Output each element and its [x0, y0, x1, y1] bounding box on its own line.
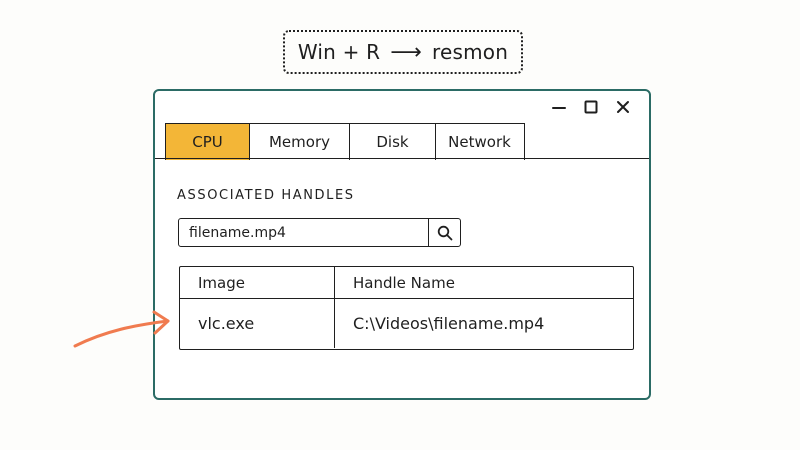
section-title: Associated Handles	[177, 188, 355, 203]
window-controls	[551, 99, 631, 115]
right-arrow-icon: ⟶	[390, 39, 422, 65]
tab-bar: CPU Memory Disk Network	[165, 123, 525, 160]
shortcut-command: resmon	[431, 40, 509, 64]
run-shortcut-hint: Win + R ⟶ resmon	[283, 30, 523, 74]
cell-image: vlc.exe	[180, 299, 335, 348]
search-input[interactable]	[179, 219, 428, 246]
tab-divider	[155, 158, 649, 159]
column-header-handle-name[interactable]: Handle Name	[353, 273, 455, 292]
column-header-image[interactable]: Image	[180, 267, 335, 298]
search-icon	[437, 225, 452, 240]
table-row[interactable]: vlc.exe C:\Videos\filename.mp4	[180, 299, 633, 348]
handles-table: Image Handle Name vlc.exe C:\Videos\file…	[179, 266, 634, 350]
handle-search	[178, 218, 461, 247]
maximize-icon[interactable]	[583, 99, 599, 115]
shortcut-keys: Win + R	[297, 40, 381, 64]
tab-network[interactable]: Network	[434, 123, 525, 160]
cell-handle-name: C:\Videos\filename.mp4	[353, 314, 545, 333]
tab-disk[interactable]: Disk	[349, 123, 436, 160]
table-header-row: Image Handle Name	[180, 267, 633, 299]
resource-monitor-window: CPU Memory Disk Network Associated Handl…	[153, 89, 651, 400]
tab-memory[interactable]: Memory	[248, 123, 351, 160]
tab-cpu[interactable]: CPU	[165, 123, 250, 160]
close-icon[interactable]	[615, 99, 631, 115]
pointer-arrow-icon	[73, 310, 170, 348]
search-button[interactable]	[428, 219, 460, 246]
minimize-icon[interactable]	[551, 99, 567, 115]
